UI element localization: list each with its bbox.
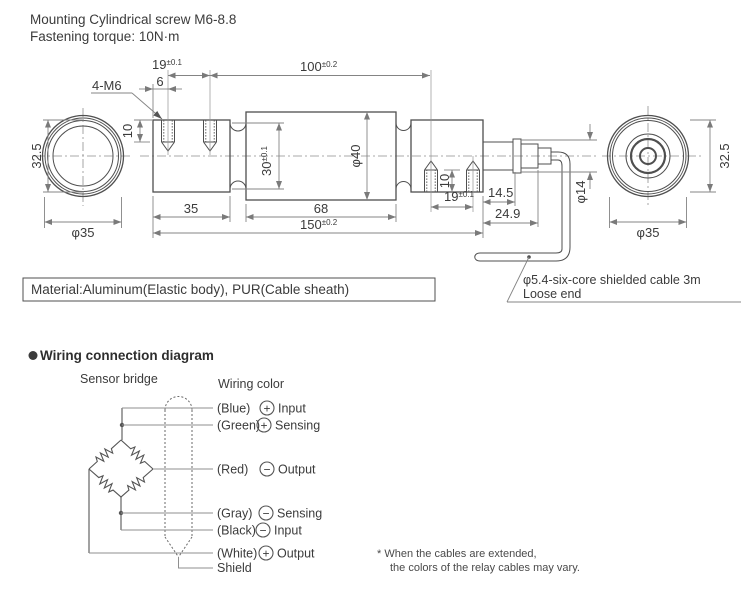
wire-terminal: Sensing xyxy=(277,507,322,521)
polarity-sign: − xyxy=(263,463,270,477)
wire-terminal: Sensing xyxy=(275,419,320,433)
cable-extension-note: * When the cables are extended, the colo… xyxy=(377,548,580,574)
dim-68-label: 68 xyxy=(314,201,328,216)
polarity-icon xyxy=(259,461,275,477)
wire-terminal: Input xyxy=(274,524,302,538)
dimensions: 19±0.1 100±0.2 6 10 32.5 φ35 30±0.1 φ40 … xyxy=(29,57,732,240)
dim-24-9-label: 24.9 xyxy=(495,206,520,221)
material-note-text: Material:Aluminum(Elastic body), PUR(Cab… xyxy=(31,282,349,297)
bullet-icon xyxy=(28,351,38,360)
shield-label: Shield xyxy=(217,561,252,575)
outline-drawing: Mounting Cylindrical screw M6-8.8 Fasten… xyxy=(22,12,741,303)
cable-gland xyxy=(482,138,552,174)
wiring-title-text: Wiring connection diagram xyxy=(40,348,214,363)
dim-32-5-right-label: 32.5 xyxy=(717,143,732,168)
note-line1: * When the cables are extended, xyxy=(377,548,537,560)
polarity-sign: + xyxy=(262,547,269,561)
cable xyxy=(474,151,571,262)
polarity-sign: + xyxy=(263,402,270,416)
dia-14-label: φ14 xyxy=(573,181,588,204)
dim-100-label: 100±0.2 xyxy=(300,59,338,74)
dim-150-label: 150±0.2 xyxy=(300,217,338,232)
polarity-icon xyxy=(258,505,274,521)
polarity-sign: + xyxy=(260,419,267,433)
wire-color: (Black) xyxy=(217,524,256,538)
wire-color: (Green) xyxy=(217,419,260,433)
wire-terminal: Output xyxy=(278,463,316,477)
note-line2: the colors of the relay cables may vary. xyxy=(390,562,580,574)
wiring-color-label: Wiring color xyxy=(218,377,284,391)
dia-35-left-label: φ35 xyxy=(72,225,95,240)
polarity-icon xyxy=(258,545,274,561)
polarity-sign: − xyxy=(259,524,266,538)
wire-color: (Red) xyxy=(217,463,248,477)
polarity-icon xyxy=(259,400,275,416)
dim-19-right-label: 19±0.1 xyxy=(444,189,475,204)
right-end-view xyxy=(606,114,690,198)
extension-lines xyxy=(43,70,716,238)
dim-10-left-label: 10 xyxy=(120,124,135,138)
cable-note-line1: φ5.4-six-core shielded cable 3m xyxy=(523,273,701,287)
strain-gauge xyxy=(117,436,157,473)
strain-gauge xyxy=(85,465,125,502)
dia-40-label: φ40 xyxy=(348,145,363,168)
material-note: Material:Aluminum(Elastic body), PUR(Cab… xyxy=(22,277,436,302)
strain-gauge xyxy=(85,436,125,473)
cable-sheath-outline xyxy=(164,396,193,558)
cable-note-line2: Loose end xyxy=(523,287,581,301)
thread-callout: 4-M6 xyxy=(91,78,163,120)
wiring-title: Wiring connection diagram xyxy=(28,348,214,363)
wire-labels: (Blue) + Input (Green) + Sensing (Red) −… xyxy=(217,400,322,575)
wire-color: (Gray) xyxy=(217,507,252,521)
dia-35-right-label: φ35 xyxy=(637,225,660,240)
neck-notch xyxy=(395,122,412,131)
polarity-icon xyxy=(255,522,271,538)
wire-terminal: Output xyxy=(277,547,315,561)
neck-notch xyxy=(229,122,247,132)
dim-10-right-label: 10 xyxy=(437,174,452,188)
wires xyxy=(89,407,213,569)
wire-color: (Blue) xyxy=(217,402,250,416)
neck-notch xyxy=(395,181,412,190)
dim-14-5-label: 14.5 xyxy=(488,185,513,200)
polarity-icon xyxy=(256,417,272,433)
wire-terminal: Input xyxy=(278,402,306,416)
sensor-bridge-label: Sensor bridge xyxy=(80,372,158,386)
neck-notch xyxy=(229,180,247,190)
center-lines xyxy=(36,106,702,208)
sensor-bridge-circuit xyxy=(85,408,157,553)
dim-32-5-left-label: 32.5 xyxy=(29,143,44,168)
wiring-diagram: Wiring connection diagram Sensor bridge … xyxy=(28,348,580,575)
cable-end-cap xyxy=(474,252,481,262)
dim-6-label: 6 xyxy=(156,74,163,89)
dim-30-label: 30±0.1 xyxy=(259,145,274,176)
mounting-note: Mounting Cylindrical screw M6-8.8 xyxy=(30,12,236,27)
dim-35-label: 35 xyxy=(184,201,198,216)
strain-gauge xyxy=(117,465,157,502)
torque-note: Fastening torque: 10N·m xyxy=(30,29,179,44)
thread-callout-label: 4-M6 xyxy=(92,78,122,93)
dim-19-label: 19±0.1 xyxy=(152,57,183,72)
polarity-sign: − xyxy=(262,507,269,521)
wire-color: (White) xyxy=(217,547,257,561)
cable-note: φ5.4-six-core shielded cable 3m Loose en… xyxy=(506,255,741,303)
